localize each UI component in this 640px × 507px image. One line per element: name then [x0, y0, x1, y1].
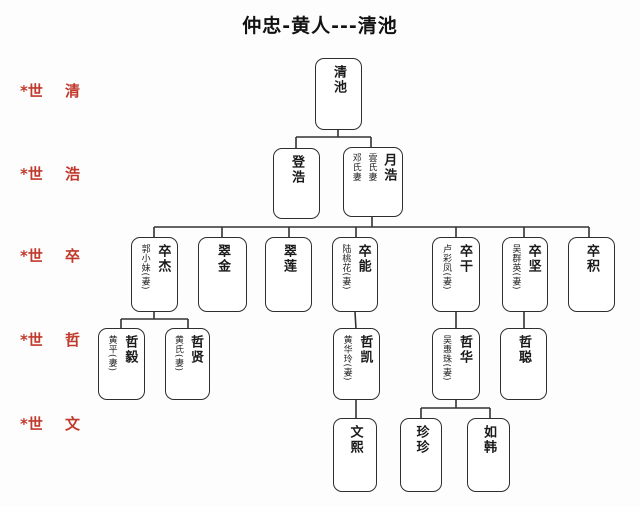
person-name: 哲贤: [188, 335, 203, 365]
generation-marker-prefix: *世: [20, 165, 43, 183]
generation-marker-hao: *世 浩: [20, 163, 80, 184]
generation-marker-wen: *世 文: [20, 413, 80, 434]
person-name: 登浩: [289, 155, 304, 185]
person-name: 哲聪: [516, 335, 531, 365]
person-name: 卒能: [355, 244, 371, 274]
node-zheyi: 黄平(妻) 哲毅: [98, 328, 145, 400]
generation-marker-name: 哲: [64, 331, 80, 349]
node-zhexian: 黄氏(妻) 哲贤: [165, 328, 210, 400]
node-zhenzhen: 珍珍: [400, 418, 442, 492]
node-ruhan: 如韩: [467, 418, 510, 492]
node-zujie: 郭小妹(妻) 卒杰: [131, 237, 178, 312]
person-name: 翠金: [215, 244, 230, 274]
generation-marker-name: 文: [64, 415, 80, 433]
person-name: 清池: [331, 65, 346, 95]
node-zhecong: 哲聪: [500, 328, 547, 400]
person-name: 哲凯: [357, 335, 373, 365]
person-name: 哲华: [457, 335, 472, 365]
generation-marker-name: 卒: [64, 247, 80, 265]
node-zuneng: 陆桃花(妻) 卒能: [332, 237, 378, 312]
person-name: 哲毅: [122, 335, 138, 365]
wife-name: 吴惠珠(妻): [441, 335, 451, 382]
node-wenxi: 文熙: [333, 418, 377, 492]
generation-marker-prefix: *世: [20, 82, 43, 100]
node-cuilian: 翠莲: [265, 237, 312, 312]
wife-name: 黄平(妻): [106, 335, 117, 372]
generation-marker-prefix: *世: [20, 415, 43, 433]
node-cuijin: 翠金: [198, 237, 247, 312]
person-name: 卒坚: [525, 244, 541, 274]
wife-name: 郭小妹(妻): [139, 244, 150, 291]
generation-marker-name: 浩: [64, 165, 80, 183]
wife-name: 黄氏(妻): [173, 335, 183, 372]
node-zhekai: 黄华玲(妻) 哲凯: [333, 328, 380, 400]
wife-name: 陆桃花(妻): [340, 244, 351, 291]
generation-marker-zhe: *世 哲: [20, 329, 80, 350]
generation-marker-name: 清: [64, 82, 80, 100]
node-qingchi: 清池: [315, 58, 362, 130]
generation-marker-prefix: *世: [20, 247, 43, 265]
generation-marker-qing: *世 清: [20, 80, 80, 101]
person-name: 卒干: [457, 244, 472, 274]
person-name: 翠莲: [281, 244, 296, 274]
generation-marker-zu: *世 卒: [20, 245, 80, 266]
person-name: 文熙: [347, 425, 363, 455]
node-zhehua: 吴惠珠(妻) 哲华: [432, 328, 480, 400]
node-yuehao: 邓氏妻 雲氏妻 月浩: [343, 147, 403, 217]
node-denghao: 登浩: [273, 148, 320, 219]
wife-name: 邓氏妻: [350, 153, 361, 182]
generation-marker-prefix: *世: [20, 331, 43, 349]
node-zugan: 卢彩凤(妻) 卒干: [432, 237, 480, 312]
wife-name: 卢彩凤(妻): [441, 244, 451, 291]
person-name: 如韩: [481, 425, 496, 455]
person-name: 卒杰: [155, 244, 171, 274]
wife-name: 吴群英(妻): [510, 244, 521, 291]
person-name: 珍珍: [413, 425, 429, 455]
node-zujian: 吴群英(妻) 卒坚: [502, 237, 548, 312]
node-zuji: 卒积: [568, 237, 615, 312]
diagram-title: 仲忠-黄人---清池: [242, 15, 398, 37]
wife-name: 黄华玲(妻): [341, 335, 352, 382]
person-name: 月浩: [381, 153, 397, 183]
person-name: 卒积: [584, 244, 599, 274]
wife-name: 雲氏妻: [366, 153, 377, 182]
